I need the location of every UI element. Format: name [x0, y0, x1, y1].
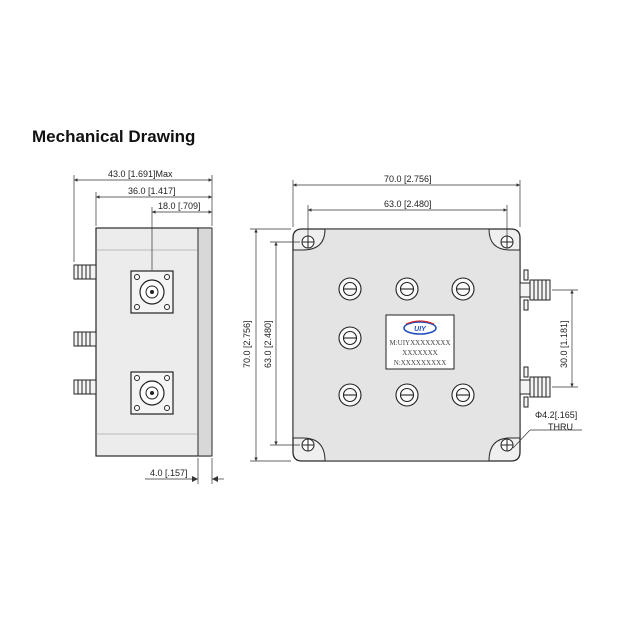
label-line1: M:UIYXXXXXXXX [389, 339, 450, 347]
side-flange [197, 227, 213, 457]
logo-icon [403, 321, 437, 335]
side-view: 43.0 [1.691]Max 36.0 [1.417] 18.0 [.709]… [73, 169, 224, 484]
side-connector-bottom [130, 371, 174, 415]
dim-port-spacing: 30.0 [1.181] [559, 320, 569, 368]
tuning-screws [338, 277, 475, 407]
front-sma-connectors [519, 269, 551, 408]
dim-front-hole-y: 63.0 [2.480] [263, 320, 273, 368]
label-logo-text: UIY [414, 326, 427, 333]
side-dimensions [73, 175, 224, 484]
dim-side-connector: 18.0 [.709] [158, 201, 201, 211]
dim-side-overall: 43.0 [1.691]Max [108, 169, 173, 179]
dim-front-height: 70.0 [2.756] [242, 320, 252, 368]
hole-type: THRU [548, 422, 573, 432]
dim-side-flange: 4.0 [.157] [150, 468, 188, 478]
side-sma-stubs [73, 264, 97, 395]
side-body [95, 227, 211, 457]
front-view: UIY M:UIYXXXXXXXX XXXXXXX N:XXXXXXXXX [242, 174, 582, 462]
dim-front-width: 70.0 [2.756] [384, 174, 432, 184]
front-dimensions [250, 180, 582, 462]
dim-side-body: 36.0 [1.417] [128, 186, 176, 196]
drawing-title: Mechanical Drawing [32, 127, 196, 146]
product-label: UIY M:UIYXXXXXXXX XXXXXXX N:XXXXXXXXX [385, 314, 455, 370]
label-line2: XXXXXXX [402, 349, 437, 357]
hole-callout: Φ4.2[.165] [535, 410, 577, 420]
dim-front-hole-x: 63.0 [2.480] [384, 199, 432, 209]
mounting-holes [301, 235, 514, 452]
label-line3: N:XXXXXXXXX [394, 359, 447, 367]
side-connector-top [130, 270, 174, 314]
